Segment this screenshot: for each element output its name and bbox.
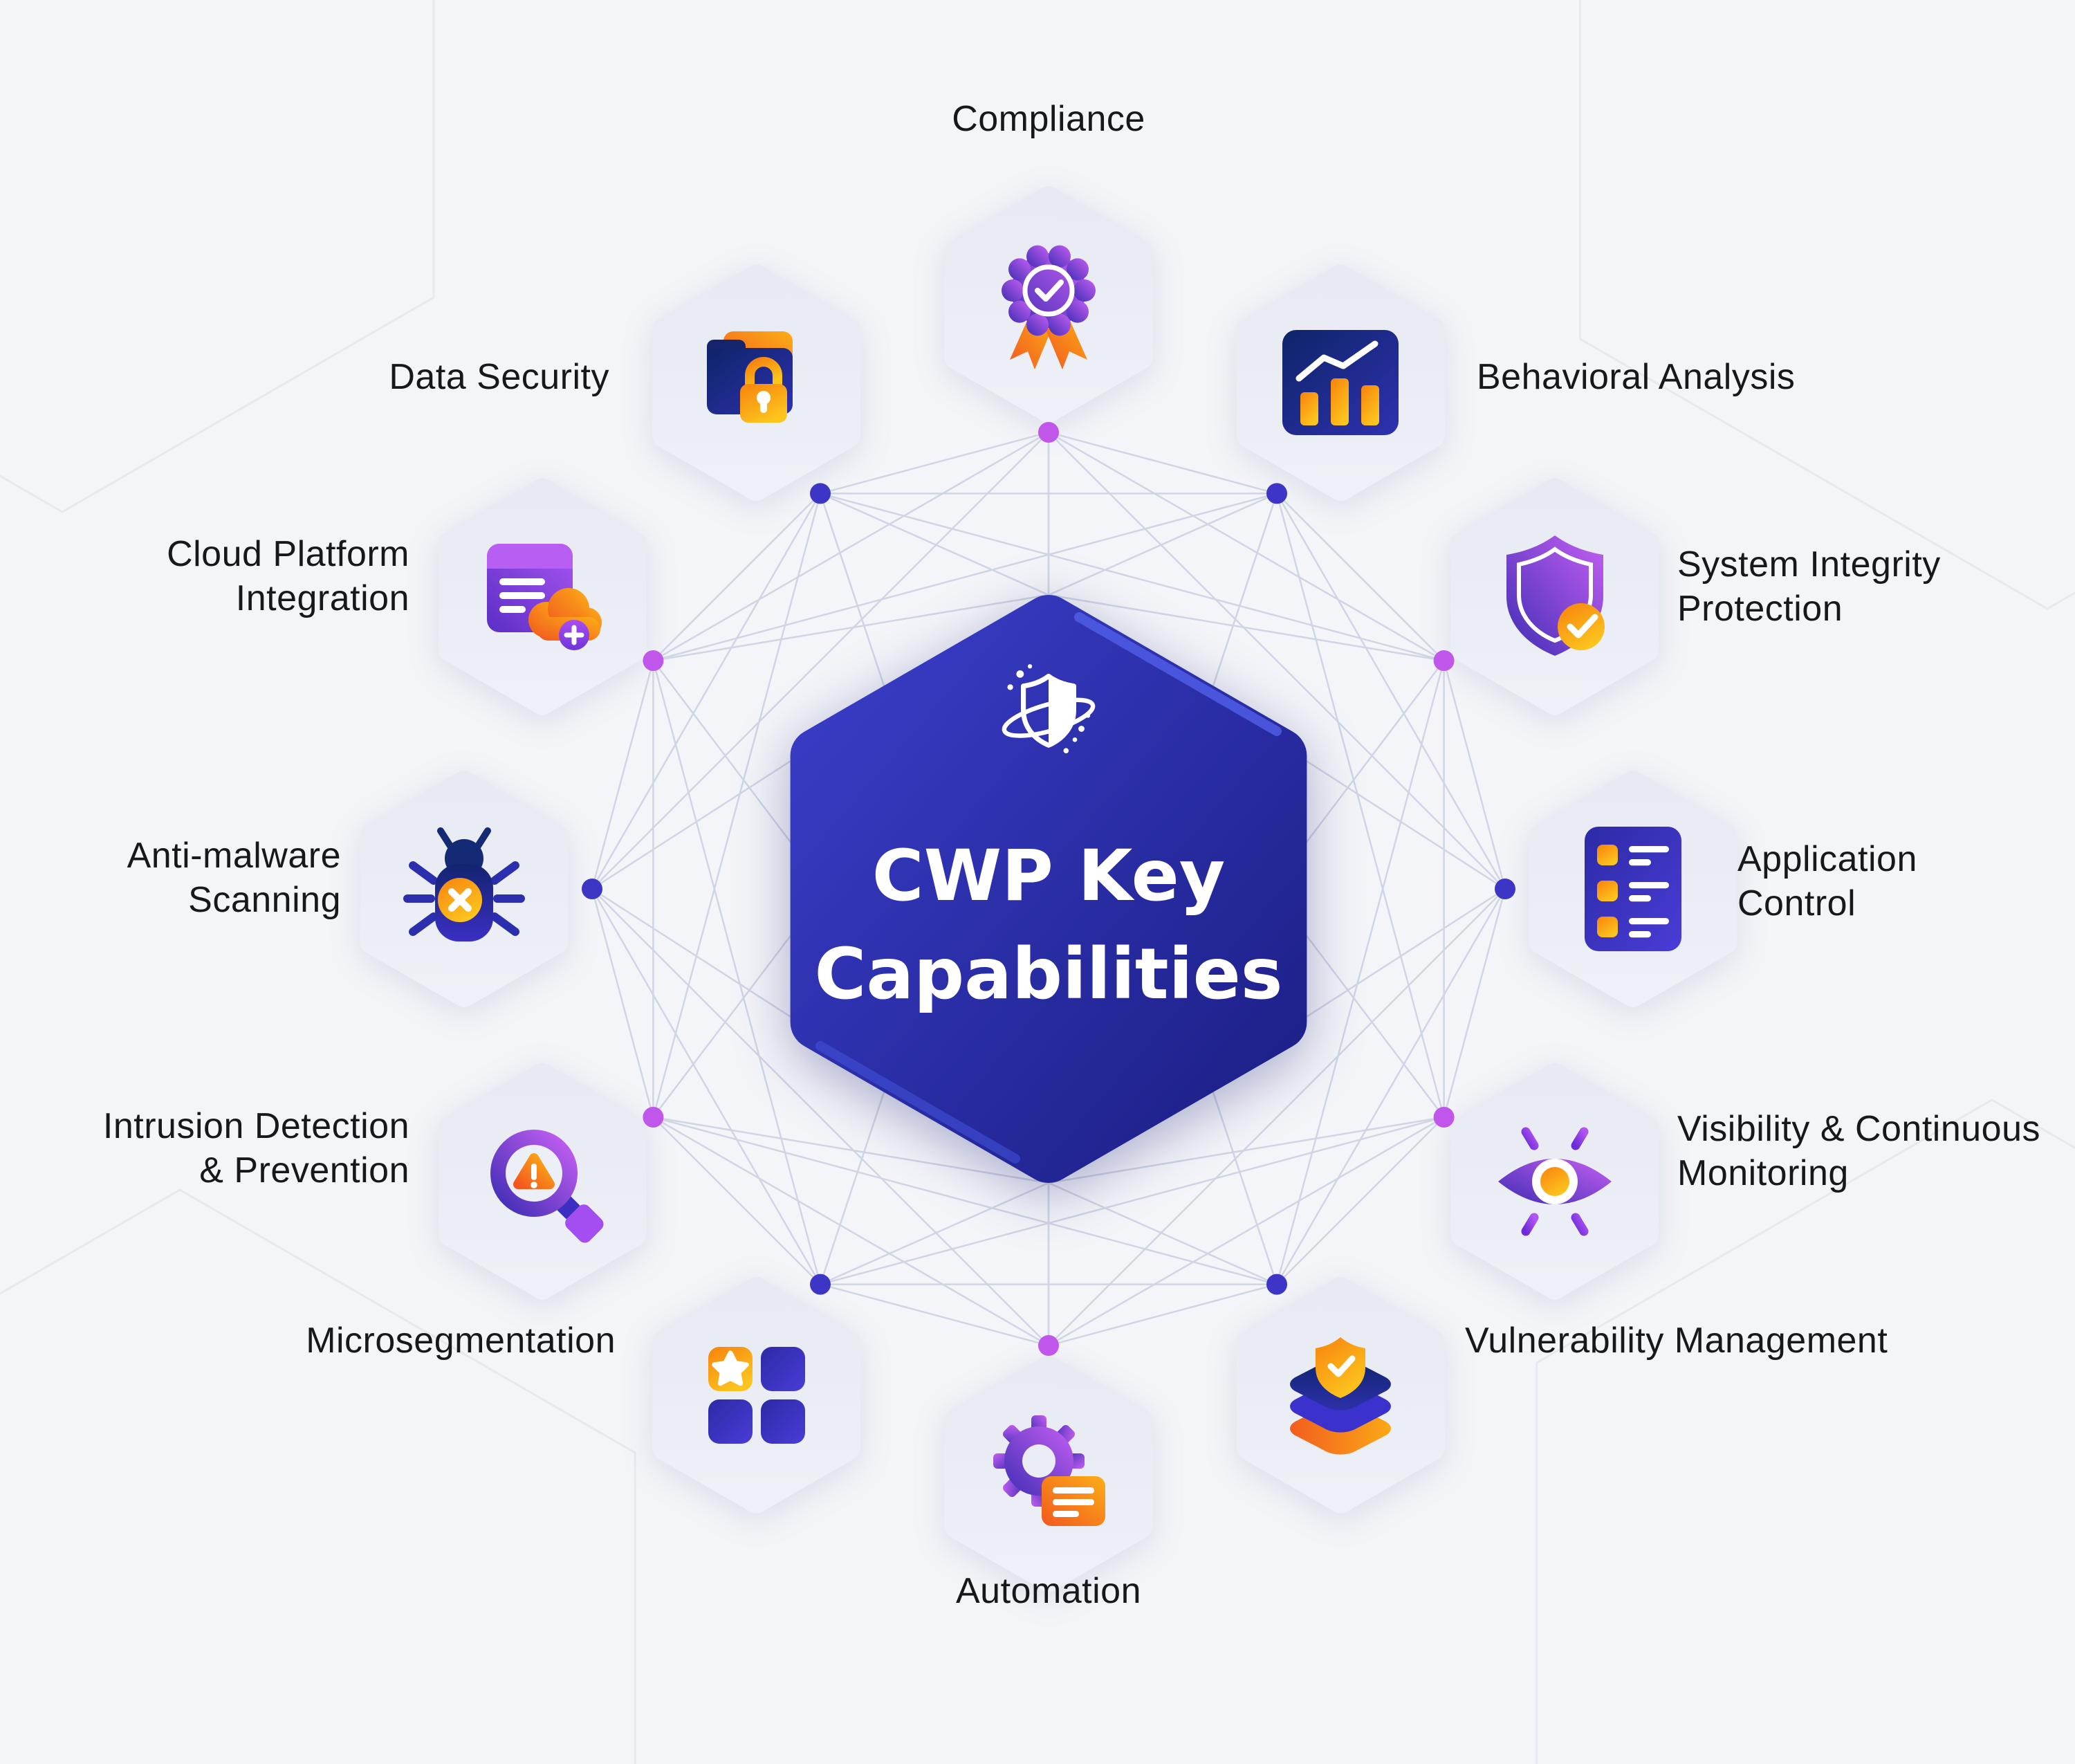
visibility-monitoring-label: Visibility & Continuous Monitoring xyxy=(1677,1107,2075,1195)
microsegmentation-icon xyxy=(688,1326,826,1464)
compliance-label: Compliance xyxy=(772,97,1325,141)
center-title: CWP Key Capabilities xyxy=(751,827,1346,1024)
label-line: Intrusion Detection xyxy=(102,1106,409,1146)
behavioral-analysis-icon xyxy=(1271,313,1410,452)
label-line: Data Security xyxy=(389,357,609,397)
automation-icon xyxy=(979,1404,1118,1543)
anti-malware-label: Anti-malware Scanning xyxy=(23,834,341,922)
label-line: System Integrity xyxy=(1677,544,1941,585)
anti-malware-icon xyxy=(395,820,533,958)
vulnerability-management-label: Vulnerability Management xyxy=(1465,1319,2032,1363)
intrusion-detection-label: Intrusion Detection & Prevention xyxy=(22,1104,409,1193)
label-line: Cloud Platform xyxy=(167,534,409,574)
vulnerability-management-icon xyxy=(1271,1326,1410,1464)
label-line: Compliance xyxy=(952,99,1145,139)
label-line: Monitoring xyxy=(1677,1153,1849,1193)
system-integrity-protection-icon xyxy=(1486,527,1624,665)
label-line: Behavioral Analysis xyxy=(1477,357,1796,397)
application-control-label: Application Control xyxy=(1737,837,2075,926)
data-security-icon xyxy=(688,313,826,452)
label-line: Anti-malware xyxy=(127,836,341,876)
shield-orbit-logo-icon xyxy=(983,659,1114,773)
center-title-line: Capabilities xyxy=(814,933,1283,1016)
label-line: Microsegmentation xyxy=(306,1321,616,1361)
label-line: Protection xyxy=(1677,589,1843,629)
intrusion-detection-icon xyxy=(473,1112,611,1251)
label-line: Automation xyxy=(955,1571,1142,1611)
system-integrity-protection-label: System Integrity Protection xyxy=(1677,542,2075,631)
behavioral-analysis-label: Behavioral Analysis xyxy=(1477,355,2002,399)
label-line: Application xyxy=(1737,839,1917,879)
center-title-line: CWP Key xyxy=(872,835,1226,917)
application-control-icon xyxy=(1564,820,1702,958)
label-line: Scanning xyxy=(188,880,341,920)
label-line: & Prevention xyxy=(199,1150,409,1191)
data-security-label: Data Security xyxy=(222,355,609,399)
label-line: Visibility & Continuous xyxy=(1677,1109,2041,1149)
microsegmentation-label: Microsegmentation xyxy=(228,1319,616,1363)
compliance-icon xyxy=(979,235,1118,374)
label-line: Integration xyxy=(235,578,409,618)
cloud-platform-label: Cloud Platform Integration xyxy=(22,532,409,621)
cloud-platform-icon xyxy=(473,527,611,665)
automation-label: Automation xyxy=(772,1569,1325,1613)
label-line: Control xyxy=(1737,883,1856,924)
visibility-monitoring-icon xyxy=(1486,1112,1624,1251)
label-line: Vulnerability Management xyxy=(1465,1321,1888,1361)
